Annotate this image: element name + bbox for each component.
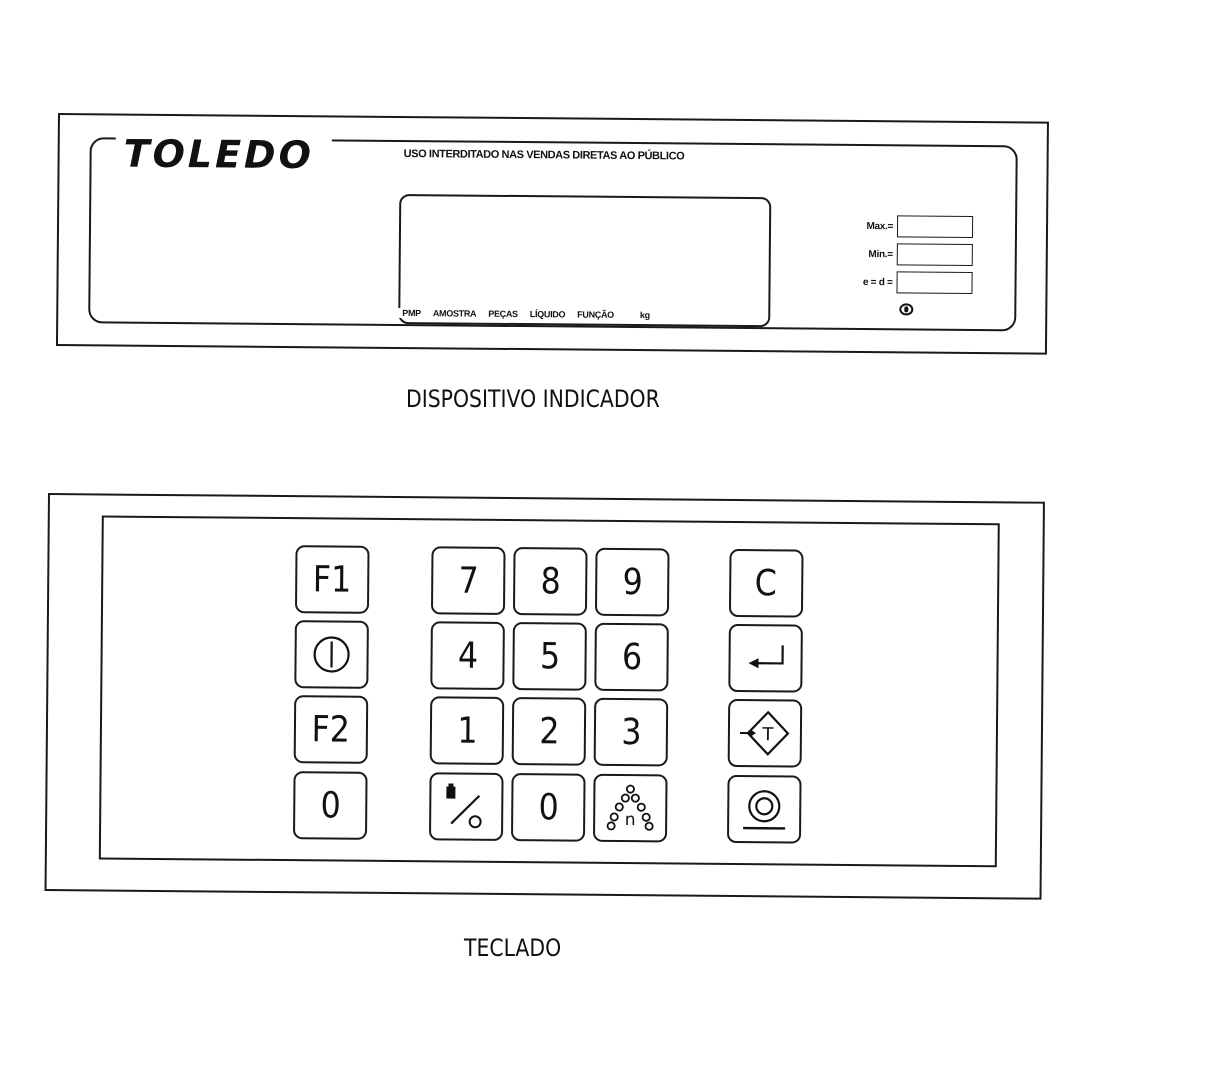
spec-box-max bbox=[896, 215, 974, 238]
piece-count-icon: n bbox=[606, 784, 654, 831]
notice-text: USO INTERDITADO NAS VENDAS DIRETAS AO PÚ… bbox=[397, 147, 691, 163]
key-4[interactable]: 4 bbox=[430, 621, 505, 690]
key-clear-label: C bbox=[754, 562, 778, 604]
key-0-label: 0 bbox=[538, 786, 559, 828]
spec-label-ed: e = d = bbox=[862, 276, 893, 288]
key-6-label: 6 bbox=[621, 636, 642, 678]
status-label-pecas: PEÇAS bbox=[488, 308, 518, 320]
key-power[interactable] bbox=[294, 620, 369, 689]
key-8[interactable]: 8 bbox=[512, 547, 588, 616]
key-enter[interactable] bbox=[728, 623, 803, 693]
seal-icon bbox=[899, 303, 914, 316]
indicator-panel: Max.= Min.= e = d = TOLEDO USO INTERDITA… bbox=[55, 113, 1049, 355]
status-label-kg: kg bbox=[639, 310, 650, 321]
key-3[interactable]: 3 bbox=[593, 697, 669, 767]
key-f1-label: F1 bbox=[312, 558, 352, 601]
spec-row-min: Min.= bbox=[843, 240, 973, 269]
key-8-label: 8 bbox=[539, 560, 561, 602]
key-f1[interactable]: F1 bbox=[294, 545, 370, 614]
key-1-label: 1 bbox=[456, 710, 478, 752]
keypad-inner-frame: F1 F2 0 7 8 9 4 5 6 bbox=[98, 515, 1000, 868]
spec-box-ed bbox=[896, 271, 973, 294]
key-tare[interactable]: T bbox=[727, 698, 803, 768]
key-zero-center[interactable] bbox=[726, 774, 802, 844]
status-label-pmp: PMP bbox=[402, 308, 421, 319]
key-clear[interactable]: C bbox=[728, 548, 804, 618]
piece-count-letter: n bbox=[625, 810, 636, 830]
key-5[interactable]: 5 bbox=[512, 622, 587, 691]
spec-label-max: Max.= bbox=[866, 220, 894, 232]
zero-center-icon bbox=[743, 790, 786, 830]
spec-block: Max.= Min.= e = d = bbox=[842, 212, 974, 297]
key-2-label: 2 bbox=[538, 710, 560, 752]
display-window bbox=[398, 193, 772, 328]
key-7-label: 7 bbox=[457, 560, 479, 602]
key-2[interactable]: 2 bbox=[511, 697, 587, 766]
key-0[interactable]: 0 bbox=[510, 773, 586, 842]
key-6[interactable]: 6 bbox=[594, 622, 669, 692]
brand-logo: TOLEDO bbox=[115, 131, 333, 178]
status-label-amostra: AMOSTRA bbox=[432, 308, 477, 319]
keypad-panel: F1 F2 0 7 8 9 4 5 6 bbox=[44, 493, 1045, 900]
key-f2[interactable]: F2 bbox=[293, 695, 369, 764]
status-label-funcao: FUNÇÃO bbox=[577, 309, 614, 320]
key-7[interactable]: 7 bbox=[430, 546, 506, 615]
key-zero-left-label: 0 bbox=[320, 784, 341, 827]
key-9[interactable]: 9 bbox=[594, 547, 670, 617]
tare-letter: T bbox=[761, 724, 774, 745]
tare-icon: T bbox=[739, 710, 790, 756]
key-9-label: 9 bbox=[621, 561, 643, 603]
weight-percent-icon bbox=[446, 783, 482, 829]
key-piece-count[interactable]: n bbox=[592, 773, 668, 843]
key-zero-left[interactable]: 0 bbox=[292, 771, 368, 840]
key-weight-percent[interactable] bbox=[428, 772, 504, 841]
status-label-liquido: LÍQUIDO bbox=[529, 309, 566, 320]
spec-box-min bbox=[896, 243, 973, 266]
keypad-caption: TECLADO bbox=[464, 934, 562, 962]
power-icon bbox=[313, 636, 350, 673]
key-3-label: 3 bbox=[620, 711, 642, 753]
indicator-caption: DISPOSITIVO INDICADOR bbox=[406, 385, 660, 413]
enter-arrow-icon bbox=[748, 645, 784, 669]
key-5-label: 5 bbox=[539, 635, 560, 677]
key-4-label: 4 bbox=[457, 635, 478, 677]
spec-row-max: Max.= bbox=[843, 212, 974, 241]
spec-row-ed: e = d = bbox=[842, 268, 973, 297]
key-1[interactable]: 1 bbox=[429, 696, 505, 765]
spec-label-min: Min.= bbox=[868, 248, 893, 260]
key-f2-label: F2 bbox=[311, 708, 351, 751]
